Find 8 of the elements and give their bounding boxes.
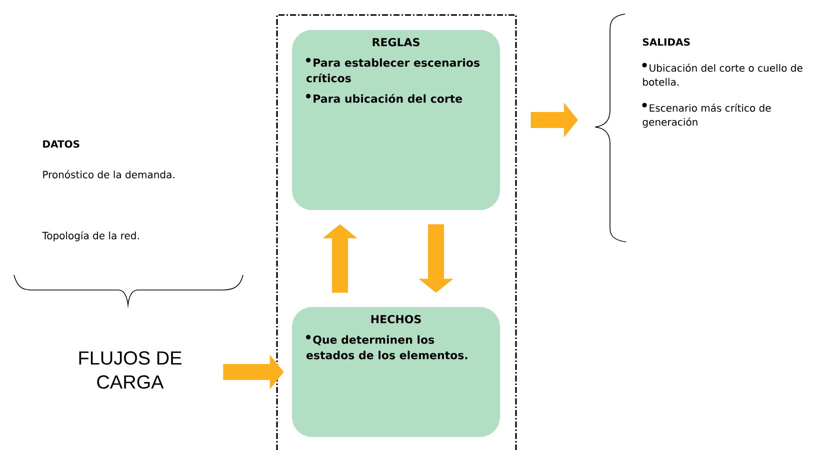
body-text: Pronóstico de la demanda.	[43, 170, 174, 178]
rounded-box: REGLAS Para establecer escenarios críticos Para ubicación del corte	[292, 30, 500, 210]
rounded-box: HECHOS Que determinen los estados de los elementos.	[292, 307, 500, 437]
dash-dot-frame	[276, 14, 517, 450]
body-text: Topología de la red.	[42, 231, 139, 242]
output-text: SALIDAS Ubicación del corte o cuello de botella. Escenario más crítico de generación	[642, 38, 802, 128]
flow-text: FLUJOS DE CARGA	[79, 351, 182, 389]
heading-text: DATOS	[43, 140, 80, 148]
